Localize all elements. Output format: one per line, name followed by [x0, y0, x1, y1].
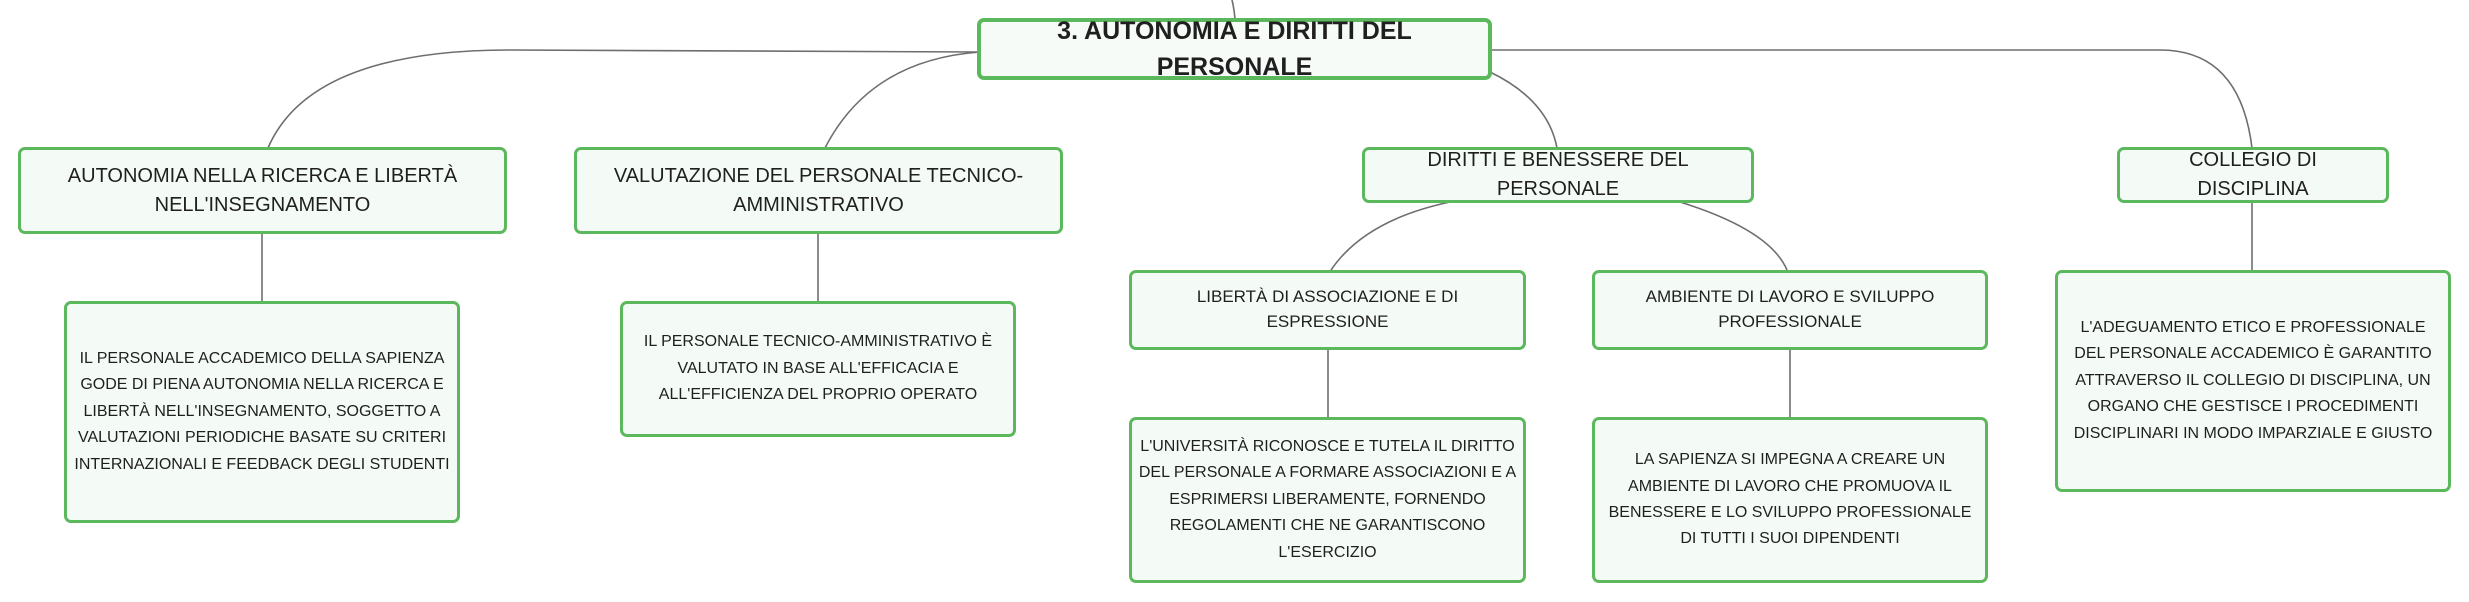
- root-topic[interactable]: 3. AUTONOMIA E DIRITTI DEL PERSONALE: [977, 17, 1492, 81]
- detail-liberta-associazione[interactable]: L'UNIVERSITÀ RICONOSCE E TUTELA IL DIRIT…: [1129, 417, 1526, 583]
- connector-root-branch-3: [1489, 71, 1558, 149]
- branch-autonomia-ricerca[interactable]: AUTONOMIA NELLA RICERCA E LIBERTÀ NELL'I…: [18, 147, 507, 234]
- detail-autonomia-ricerca[interactable]: IL PERSONALE ACCADEMICO DELLA SAPIENZA G…: [64, 301, 460, 523]
- detail-collegio-disciplina[interactable]: L'ADEGUAMENTO ETICO E PROFESSIONALE DEL …: [2055, 270, 2451, 492]
- branch-collegio-disciplina[interactable]: COLLEGIO DI DISCIPLINA: [2117, 147, 2389, 203]
- connector-root-top: [1231, 0, 1236, 20]
- child-liberta-associazione[interactable]: LIBERTÀ DI ASSOCIAZIONE E DI ESPRESSIONE: [1129, 270, 1526, 350]
- detail-ambiente-lavoro[interactable]: LA SAPIENZA SI IMPEGNA A CREARE UN AMBIE…: [1592, 417, 1988, 583]
- branch-diritti-benessere[interactable]: DIRITTI E BENESSERE DEL PERSONALE: [1362, 147, 1754, 203]
- connector-branch-3-child-2: [1679, 201, 1788, 271]
- child-ambiente-lavoro[interactable]: AMBIENTE DI LAVORO E SVILUPPO PROFESSION…: [1592, 270, 1988, 350]
- detail-valutazione-personale[interactable]: IL PERSONALE TECNICO-AMMINISTRATIVO È VA…: [620, 301, 1016, 437]
- connector-root-branch-1: [267, 49, 981, 149]
- connector-branch-3-child-1: [1330, 201, 1451, 271]
- connector-root-branch-4: [1490, 49, 2253, 149]
- branch-valutazione-personale[interactable]: VALUTAZIONE DEL PERSONALE TECNICO-AMMINI…: [574, 147, 1063, 234]
- connector-root-branch-2: [824, 51, 981, 149]
